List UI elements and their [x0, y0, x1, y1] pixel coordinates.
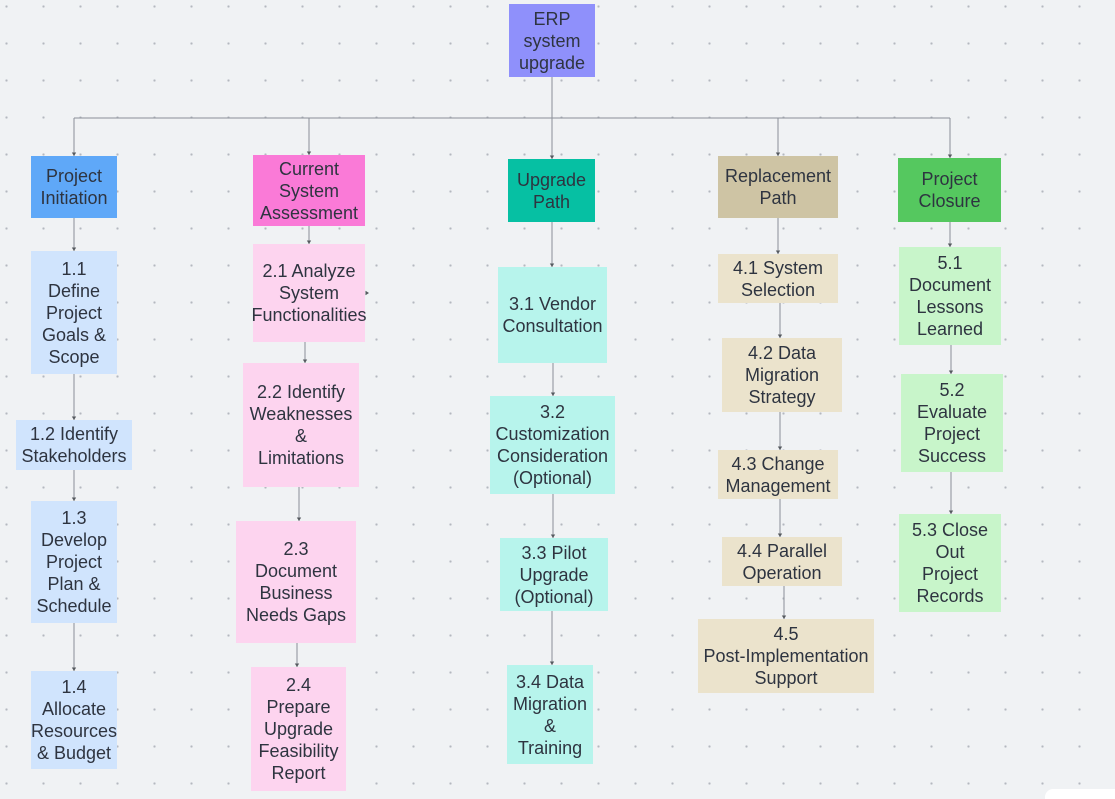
item-arrowhead: [302, 359, 308, 363]
item-arrowhead: [71, 497, 77, 501]
side-arrowhead: [365, 290, 369, 296]
item-arrowhead: [550, 534, 556, 538]
branch-arrowhead: [947, 154, 953, 158]
branch-arrowhead: [306, 151, 312, 155]
item-arrowhead: [550, 392, 556, 396]
canvas-corner: [1045, 789, 1115, 799]
item-arrowhead: [549, 263, 555, 267]
item-arrowhead: [549, 661, 555, 665]
item-arrowhead: [947, 243, 953, 247]
item-arrowhead: [948, 370, 954, 374]
item-arrowhead: [306, 240, 312, 244]
item-arrowhead: [71, 247, 77, 251]
branch-arrowhead: [549, 155, 555, 159]
item-arrowhead: [71, 416, 77, 420]
item-arrowhead: [777, 533, 783, 537]
item-arrowhead: [948, 510, 954, 514]
item-arrowhead: [296, 517, 302, 521]
item-arrowhead: [775, 250, 781, 254]
branch-arrowhead: [775, 152, 781, 156]
branch-arrowhead: [71, 152, 77, 156]
item-arrowhead: [777, 446, 783, 450]
item-arrowhead: [781, 615, 787, 619]
item-arrowhead: [294, 663, 300, 667]
item-arrowhead: [71, 667, 77, 671]
item-arrowhead: [777, 334, 783, 338]
